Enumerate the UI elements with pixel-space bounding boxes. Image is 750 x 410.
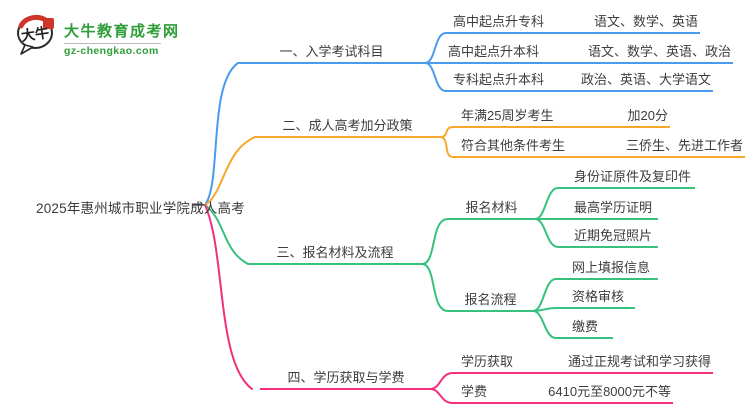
branch-4-topic: 四、学历获取与学费 (260, 370, 432, 390)
material-item-3: 近期免冠照片 (558, 228, 658, 248)
daniu-bubble-icon: 大牛 (17, 14, 54, 55)
svg-text:大牛: 大牛 (20, 24, 50, 44)
brand-divider (64, 43, 161, 44)
subtopic-label: 高中起点升本科 (448, 44, 540, 59)
branch-4-row-1: 学历获取 通过正规考试和学习获得 (453, 354, 713, 374)
branch-3-group-process: 报名流程 (448, 292, 533, 312)
subtopic-value: 6410元至8000元不等 (548, 384, 671, 399)
subtopic-value: 加20分 (627, 108, 668, 123)
branch-4-row-2: 学费 6410元至8000元不等 (453, 384, 673, 404)
material-item-2: 最高学历证明 (558, 200, 658, 220)
branch-1-row-1: 高中起点升专科 语文、数学、英语 (445, 14, 700, 34)
subtopic-value: 语文、数学、英语、政治 (587, 44, 731, 59)
branch-2-row-2: 符合其他条件考生 三侨生、先进工作者 (453, 138, 745, 158)
subtopic-label: 学费 (461, 384, 488, 399)
material-item-1: 身份证原件及复印件 (558, 169, 695, 189)
subtopic-value: 通过正规考试和学习获得 (567, 354, 711, 369)
root-topic: 2025年惠州城市职业学院成人高考 (36, 201, 245, 216)
process-step-3: 缴费 (556, 319, 613, 339)
branch-1-topic: 一、入学考试科目 (238, 44, 425, 64)
subtopic-label: 高中起点升专科 (453, 14, 545, 29)
branch-2-topic: 二、成人高考加分政策 (255, 118, 440, 138)
process-step-1: 网上填报信息 (556, 260, 658, 280)
subtopic-value: 政治、英语、大学语文 (580, 72, 711, 87)
subtopic-label: 学历获取 (461, 354, 514, 369)
branch-1-row-3: 专科起点升本科 政治、英语、大学语文 (445, 72, 713, 92)
subtopic-label: 年满25周岁考生 (461, 108, 554, 123)
branch-3-topic: 三、报名材料及流程 (248, 245, 422, 265)
branch-2-row-1: 年满25周岁考生 加20分 (453, 108, 670, 128)
branch-1-row-2: 高中起点升本科 语文、数学、英语、政治 (440, 44, 733, 64)
subtopic-label: 符合其他条件考生 (461, 138, 566, 153)
brand-name: 大牛教育成考网 (64, 23, 180, 40)
subtopic-value: 语文、数学、英语 (593, 14, 698, 29)
branch-3-group-materials: 报名材料 (448, 200, 535, 220)
subtopic-value: 三侨生、先进工作者 (625, 138, 743, 153)
brand-domain: gz-chengkao.com (64, 45, 159, 57)
process-step-2: 资格审核 (556, 289, 635, 309)
subtopic-label: 专科起点升本科 (453, 72, 545, 87)
site-logo: 大牛 大牛教育成考网 gz-chengkao.com (14, 12, 180, 57)
